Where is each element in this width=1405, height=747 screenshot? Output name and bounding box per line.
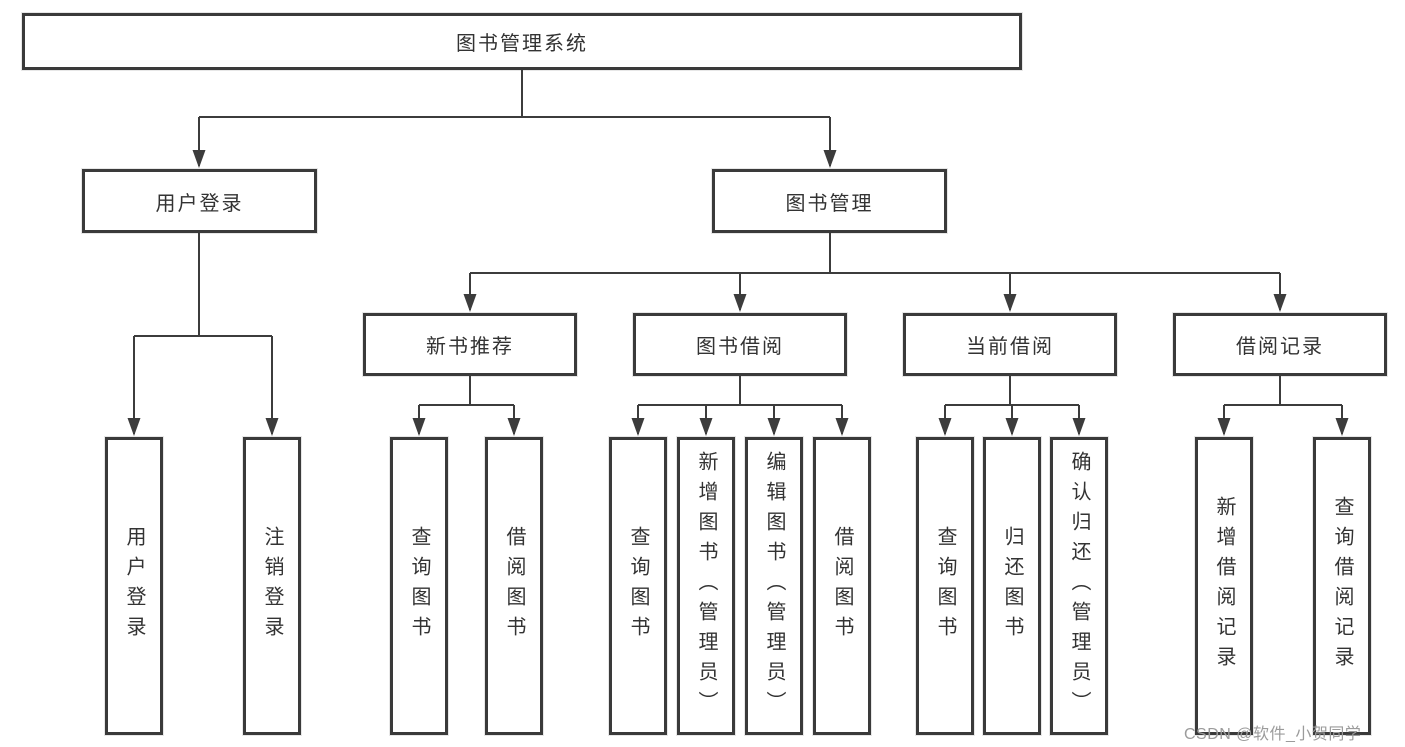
- leaf-add-book-admin: 新增图书（管理员）: [677, 437, 735, 735]
- node-library-management-system: 图书管理系统: [22, 13, 1022, 70]
- node-book-borrowing: 图书借阅: [633, 313, 847, 376]
- node-label: 借阅图书: [831, 526, 853, 646]
- node-label: 图书管理: [785, 192, 874, 215]
- node-label: 新增借阅记录: [1213, 496, 1235, 676]
- node-borrowing-records: 借阅记录: [1173, 313, 1387, 376]
- node-current-borrowing: 当前借阅: [903, 313, 1117, 376]
- node-label: 新书推荐: [426, 336, 514, 358]
- node-label: 归还图书: [1001, 526, 1023, 646]
- node-label: 新增图书（管理员）: [695, 451, 717, 721]
- leaf-user-login: 用户登录: [105, 437, 163, 735]
- node-label: 图书管理系统: [456, 33, 588, 55]
- leaf-confirm-return-admin: 确认归还（管理员）: [1050, 437, 1108, 735]
- node-label: 借阅图书: [503, 526, 525, 646]
- leaf-add-borrow-record: 新增借阅记录: [1195, 437, 1253, 735]
- leaf-query-books-newrec: 查询图书: [390, 437, 448, 735]
- node-user-login: 用户登录: [82, 169, 317, 233]
- csdn-watermark: CSDN @软件_小贺同学: [1184, 726, 1362, 743]
- node-label: 查询图书: [408, 526, 430, 646]
- node-label: 当前借阅: [966, 336, 1054, 358]
- leaf-return-books: 归还图书: [983, 437, 1041, 735]
- leaf-borrow-books-borrow: 借阅图书: [813, 437, 871, 735]
- leaf-query-books-current: 查询图书: [916, 437, 974, 735]
- leaf-edit-book-admin: 编辑图书（管理员）: [745, 437, 803, 735]
- node-new-book-recommendation: 新书推荐: [363, 313, 577, 376]
- node-label: 确认归还（管理员）: [1068, 451, 1090, 721]
- node-label: 编辑图书（管理员）: [763, 451, 785, 721]
- leaf-logout-login: 注销登录: [243, 437, 301, 735]
- node-book-management: 图书管理: [712, 169, 947, 233]
- node-label: 借阅记录: [1236, 336, 1324, 358]
- node-label: 用户登录: [123, 526, 145, 646]
- leaf-query-borrow-record: 查询借阅记录: [1313, 437, 1371, 735]
- leaf-query-books-borrow: 查询图书: [609, 437, 667, 735]
- node-label: 用户登录: [155, 192, 244, 215]
- node-label: 注销登录: [261, 526, 283, 646]
- node-label: 查询图书: [627, 526, 649, 646]
- node-label: 图书借阅: [696, 336, 784, 358]
- node-label: 查询图书: [934, 526, 956, 646]
- node-label: 查询借阅记录: [1331, 496, 1353, 676]
- leaf-borrow-books-newrec: 借阅图书: [485, 437, 543, 735]
